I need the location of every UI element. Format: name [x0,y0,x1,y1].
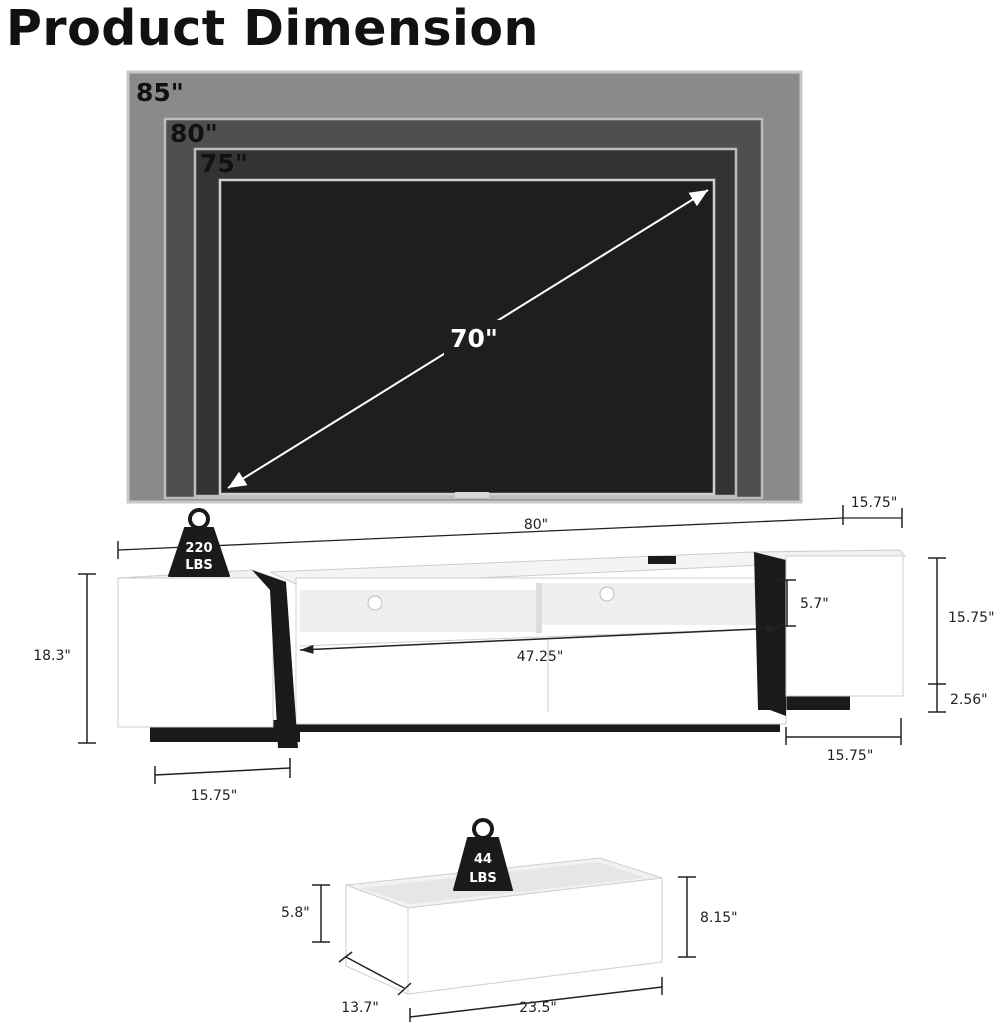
tv-size-frames [126,70,803,504]
drawer-weight-unit: LBS [469,871,497,886]
center-width-label: 47.25" [517,649,564,665]
drawer-width-label: 23.5" [519,1000,557,1016]
left-width-dimension [154,758,291,784]
stand-weight-unit: LBS [185,558,213,573]
drawer-weight-value: 44 [474,852,492,867]
stand-weight-badge [168,508,230,577]
stand-weight-value: 220 [185,541,212,556]
stand-height-dimension [78,573,96,744]
drawer-depth-label: 13.7" [341,1000,379,1016]
tv-stand-base [455,492,489,498]
drawer-weight-badge [453,818,513,891]
drawer-height-label: 8.15" [700,910,738,926]
right-width-label: 15.75" [827,748,874,764]
tv-size-label-80: 80" [170,119,218,148]
tv-diagonal-label-bg [444,320,504,356]
right-height-dimension [928,557,946,713]
tv-size-label-85: 85" [136,78,184,107]
drawer-inner-height-label: 5.8" [281,905,310,921]
drawer-width-dimension [409,977,663,1022]
stand-width-dimension [117,505,903,559]
tv-diagonal-label: 70" [450,324,498,353]
shelf-height-dimension [778,579,796,627]
left-width-label: 15.75" [191,788,238,804]
stand-width-label: 80" [524,517,548,533]
page-title: Product Dimension [6,0,539,57]
stand-height-label: 18.3" [33,648,71,664]
stand-cabinet-depth-label: 15.75" [851,495,898,511]
right-width-dimension [785,718,902,745]
drawer-depth-dimension [338,951,412,996]
shelf-height-label: 5.7" [800,596,829,612]
drawer-inner-height-dimension [312,884,330,943]
drawer-height-dimension [678,876,696,958]
center-width-arrow [299,624,781,654]
right-height-label: 15.75" [948,610,995,626]
leg-height-label: 2.56" [950,692,988,708]
tv-size-label-75: 75" [200,149,248,178]
